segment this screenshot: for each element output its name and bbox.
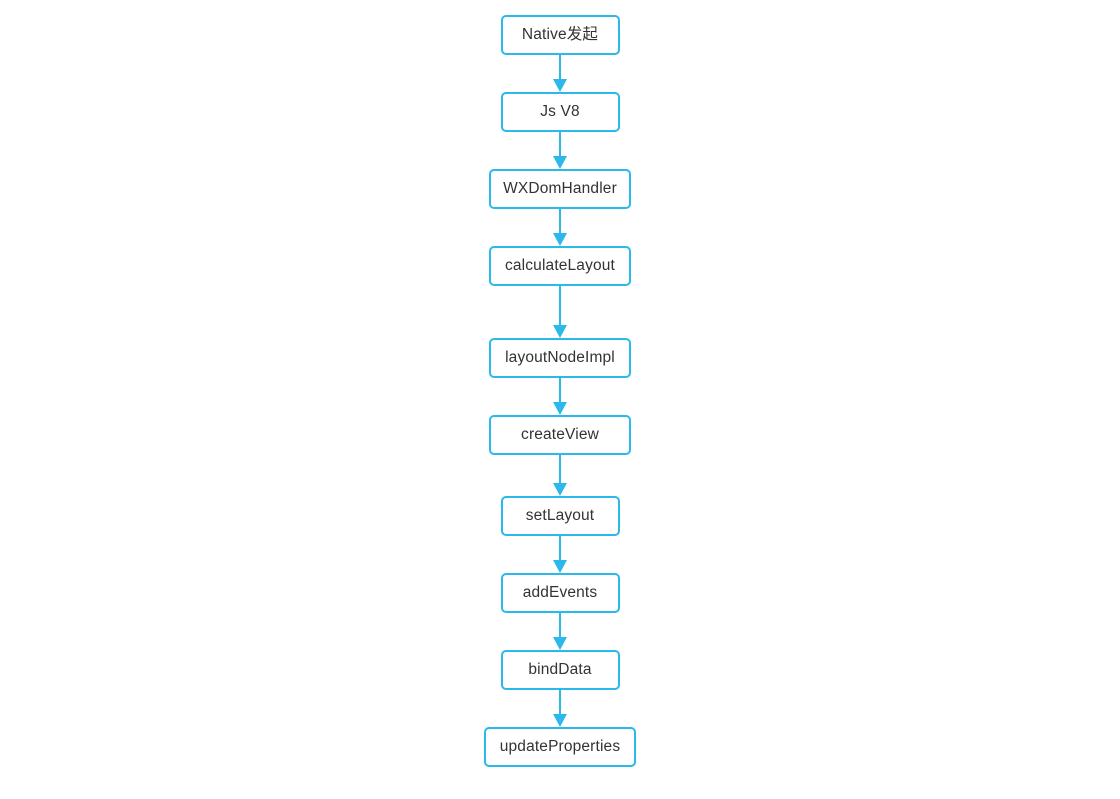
node-calculatelayout[interactable]: calculateLayout — [489, 246, 631, 286]
arrowhead-icon — [553, 233, 567, 246]
connector-line — [559, 286, 561, 326]
connector-line — [559, 613, 561, 638]
node-binddata[interactable]: bindData — [500, 650, 620, 690]
connector-line — [559, 690, 561, 715]
flow-step-3: WXDomHandler — [489, 169, 631, 246]
node-layoutnodeimpl[interactable]: layoutNodeImpl — [489, 338, 631, 378]
arrowhead-icon — [553, 402, 567, 415]
connector-line — [559, 536, 561, 561]
arrow-n6-to-n7 — [553, 455, 567, 496]
arrow-n1-to-n2 — [553, 55, 567, 92]
node-createview[interactable]: createView — [489, 415, 631, 455]
connector-line — [559, 209, 561, 234]
flowchart-node-chain: Native发起 Js V8 WXDomHandler calculateLay… — [0, 15, 1120, 767]
flow-step-2: Js V8 — [500, 92, 620, 169]
flow-step-5: layoutNodeImpl — [489, 338, 631, 415]
connector-line — [559, 455, 561, 484]
arrowhead-icon — [553, 637, 567, 650]
arrowhead-icon — [553, 79, 567, 92]
arrowhead-icon — [553, 560, 567, 573]
arrow-n9-to-n10 — [553, 690, 567, 727]
node-js-v8[interactable]: Js V8 — [500, 92, 620, 132]
arrow-n5-to-n6 — [553, 378, 567, 415]
arrowhead-icon — [553, 714, 567, 727]
arrow-n2-to-n3 — [553, 132, 567, 169]
node-updateproperties[interactable]: updateProperties — [484, 727, 636, 767]
node-native-qi[interactable]: Native发起 — [500, 15, 620, 55]
flow-step-7: setLayout — [500, 496, 620, 573]
flow-step-4: calculateLayout — [489, 246, 631, 338]
flow-step-1: Native发起 — [500, 15, 620, 92]
arrowhead-icon — [553, 156, 567, 169]
connector-line — [559, 132, 561, 157]
arrow-n7-to-n8 — [553, 536, 567, 573]
node-addevents[interactable]: addEvents — [500, 573, 620, 613]
node-setlayout[interactable]: setLayout — [500, 496, 620, 536]
flow-step-8: addEvents — [500, 573, 620, 650]
flow-step-10: updateProperties — [484, 727, 636, 767]
node-wxdomhandler[interactable]: WXDomHandler — [489, 169, 631, 209]
connector-line — [559, 378, 561, 403]
arrow-n4-to-n5 — [553, 286, 567, 338]
connector-line — [559, 55, 561, 80]
flow-step-9: bindData — [500, 650, 620, 727]
flow-step-6: createView — [489, 415, 631, 496]
arrowhead-icon — [553, 483, 567, 496]
arrow-n8-to-n9 — [553, 613, 567, 650]
arrowhead-icon — [553, 325, 567, 338]
arrow-n3-to-n4 — [553, 209, 567, 246]
